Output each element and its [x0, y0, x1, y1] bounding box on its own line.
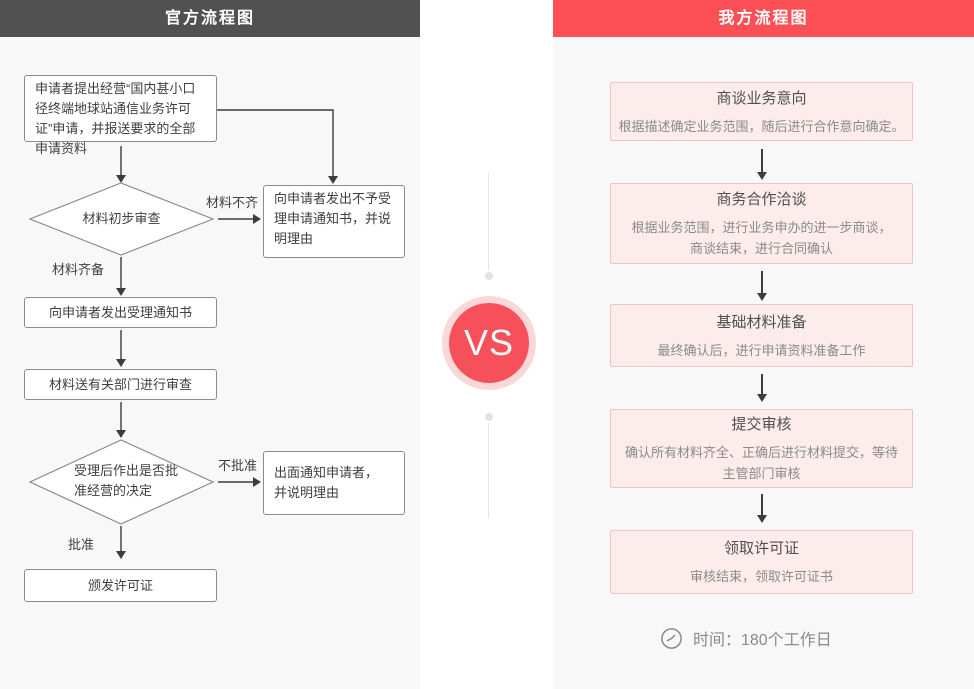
our-step-3-desc: 最终确认后，进行申请资料准备工作 [657, 342, 866, 358]
time-note-row: 时间：180个工作日 [660, 624, 870, 652]
our-step-4-desc: 确认所有材料齐全、正确后进行材料提交，等待 主管部门审核 [624, 445, 898, 481]
our-step-2-desc: 根据业务范围，进行业务申办的进一步商谈， 商谈结束，进行合同确认 [631, 220, 892, 256]
our-step-card-1: 商谈业务意向 根据描述确定业务范围，随后进行合作意向确定。 [610, 82, 913, 141]
flow-lines [120, 109, 334, 551]
arrowhead-down [328, 176, 338, 184]
flow-step-issue-license-text: 颁发许可证 [87, 577, 153, 593]
flow-step-apply-text: 申请者提出经营“国内甚小口径终端地球站通信业务许可证”申请，并报送要求的全部申请… [35, 81, 196, 156]
arrow-down [757, 271, 767, 301]
edge-label-incomplete: 材料不齐 [206, 195, 259, 210]
arrow-down [757, 494, 767, 523]
decision-initial-review-label: 材料初步审查 [82, 211, 161, 226]
time-note-text: 时间：180个工作日 [693, 632, 832, 649]
our-step-card-3: 基础材料准备 最终确认后，进行申请资料准备工作 [610, 304, 913, 367]
flow-step-apply: 申请者提出经营“国内甚小口径终端地球站通信业务许可证”申请，并报送要求的全部申请… [24, 75, 217, 156]
our-step-4-title: 提交审核 [731, 416, 792, 433]
flow-step-issue-license: 颁发许可证 [24, 569, 217, 602]
our-step-1-title: 商谈业务意向 [716, 89, 807, 107]
clock-icon [661, 627, 682, 649]
our-step-5-desc: 审核结束，领取许可证书 [689, 569, 833, 584]
edge-label-not-approved: 不批准 [218, 458, 258, 473]
our-step-5-title: 领取许可证 [723, 540, 799, 557]
arrowhead-down [116, 288, 126, 296]
vs-badge-inner: VS [449, 303, 529, 383]
decision-approval-label: 受理后作出是否批准经营的决定 [74, 463, 179, 498]
flow-step-accept-notice-text: 向申请者发出受理通知书 [48, 304, 192, 320]
flow-step-department-review-text: 材料送有关部门进行审查 [48, 376, 192, 392]
our-step-3-title: 基础材料准备 [716, 313, 807, 331]
our-flow-header: 我方流程图 [553, 0, 974, 37]
arrowhead-down [116, 359, 126, 367]
arrowhead-right [253, 477, 261, 487]
arrowhead-down [116, 551, 126, 559]
divider-line-top [488, 173, 489, 270]
flow-step-notify-applicant-text: 出面通知申请者， 并说明理由 [274, 465, 379, 500]
edge-label-approved: 批准 [68, 537, 95, 552]
our-flow-title: 我方流程图 [718, 10, 809, 27]
arrowhead-right [253, 214, 261, 224]
flow-step-notify-applicant: 出面通知申请者， 并说明理由 [263, 451, 405, 515]
arrow-down [757, 374, 767, 402]
branch-line-top [217, 109, 334, 176]
flow-step-department-review: 材料送有关部门进行审查 [24, 369, 217, 400]
flow-arrowheads [116, 175, 338, 559]
official-flow-header: 官方流程图 [0, 0, 420, 37]
our-step-1-desc: 根据描述确定业务范围，随后进行合作意向确定。 [618, 118, 905, 134]
decision-diamond-initial-review [28, 182, 215, 256]
divider-dot-bottom [485, 413, 493, 421]
our-step-card-4: 提交审核 确认所有材料齐全、正确后进行材料提交，等待 主管部门审核 [610, 409, 913, 488]
our-step-card-2: 商务合作洽谈 根据业务范围，进行业务申办的进一步商谈， 商谈结束，进行合同确认 [610, 183, 913, 264]
our-step-card-5: 领取许可证 审核结束，领取许可证书 [610, 530, 913, 594]
divider-dot-top [485, 272, 493, 280]
decision-diamonds [28, 182, 215, 525]
flow-step-reject-notice-text: 向申请者发出不予受理申请通知书，并说明理由 [274, 191, 392, 246]
flow-step-accept-notice: 向申请者发出受理通知书 [24, 297, 217, 328]
arrowhead-down [116, 175, 126, 183]
vs-text: VS [463, 322, 515, 363]
our-step-2-title: 商务合作洽谈 [716, 191, 807, 208]
vs-badge: VS [442, 296, 536, 390]
decision-diamond-approval [28, 439, 215, 525]
divider-line-bottom [488, 423, 489, 518]
official-flow-connectors [28, 109, 338, 559]
official-flow-title: 官方流程图 [164, 10, 255, 27]
arrow-down [757, 149, 767, 180]
edge-label-complete: 材料齐备 [52, 262, 105, 277]
flow-step-reject-notice: 向申请者发出不予受理申请通知书，并说明理由 [263, 185, 405, 258]
arrowhead-down [116, 430, 126, 438]
